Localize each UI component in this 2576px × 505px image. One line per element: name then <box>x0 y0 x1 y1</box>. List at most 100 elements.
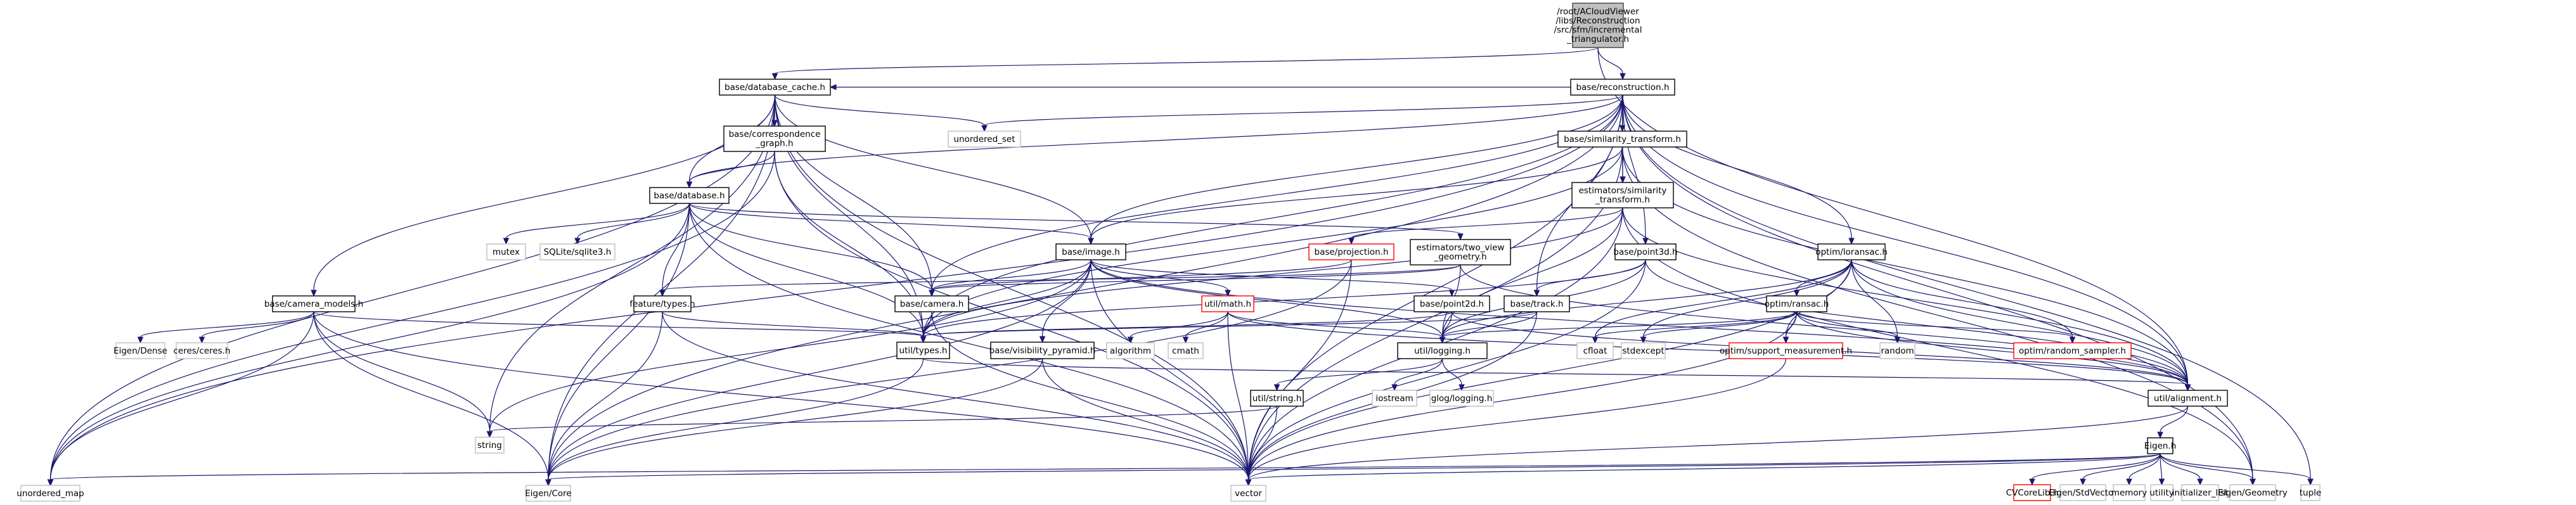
edge-line <box>1594 311 1798 338</box>
node-database[interactable]: base/database.h <box>649 187 730 204</box>
node-label: CVCoreLib.h <box>2006 488 2059 498</box>
edge-line <box>1622 94 2189 385</box>
edge-line <box>922 358 2189 385</box>
arrowhead-icon <box>1620 73 1626 80</box>
edge-database_cache-to-image <box>774 94 1094 245</box>
arrowhead-icon <box>1273 384 1280 392</box>
node-memory: memory <box>2111 484 2147 501</box>
edge-line <box>2160 453 2311 480</box>
node-box <box>1571 182 1674 208</box>
edge-reconstruction-to-vector <box>1245 94 1623 487</box>
node-box <box>2147 437 2174 454</box>
node-box <box>723 125 826 152</box>
node-box <box>1766 295 1827 312</box>
node-eigen-h[interactable]: Eigen.h <box>2144 437 2177 454</box>
node-label: util/logging.h <box>1414 346 1471 356</box>
edge-root-to-database_cache <box>771 47 1599 80</box>
edge-line <box>313 311 549 480</box>
edge-line <box>688 203 924 337</box>
node-cvcorelib[interactable]: CVCoreLib.h <box>2006 484 2059 501</box>
arrowhead-icon <box>1620 176 1626 184</box>
edge-line <box>1642 259 1852 338</box>
arrowhead-icon <box>2157 431 2163 439</box>
arrowhead-icon <box>1088 238 1094 245</box>
node-eigen-geometry: Eigen/Geometry <box>2218 484 2288 501</box>
node-support-measurement[interactable]: optim/support_measurement.h <box>1720 342 1852 359</box>
node-algorithm: algorithm <box>1106 342 1155 359</box>
arrowhead-icon <box>2126 478 2132 486</box>
node-vector: vector <box>1230 485 1266 502</box>
arrowhead-icon <box>47 479 54 487</box>
node-util-string[interactable]: util/string.h <box>1250 390 1304 407</box>
edge-line <box>1536 259 1646 291</box>
edge-line <box>489 259 1092 432</box>
node-box <box>1557 131 1687 148</box>
edge-line <box>1441 259 1852 338</box>
node-point3d[interactable]: base/point3d.h <box>1613 243 1678 260</box>
node-box <box>1614 243 1677 260</box>
edge-line <box>1247 311 1798 480</box>
node-point2d[interactable]: base/point2d.h <box>1414 295 1490 312</box>
node-stdexcept: stdexcept <box>1621 342 1666 359</box>
edge-line <box>49 151 775 480</box>
node-track[interactable]: base/track.h <box>1504 295 1570 312</box>
node-cmath: cmath <box>1168 342 1204 359</box>
node-logging[interactable]: util/logging.h <box>1397 342 1488 359</box>
node-ransac[interactable]: optim/ransac.h <box>1765 295 1829 312</box>
node-image[interactable]: base/image.h <box>1055 243 1126 260</box>
arrowhead-icon <box>2250 478 2256 486</box>
arrowhead-icon <box>2069 336 2076 344</box>
edge-ransac-to-logging <box>1439 311 1798 344</box>
arrowhead-icon <box>1439 336 1446 344</box>
edge-line <box>1247 453 2161 480</box>
edge-line <box>548 259 1092 480</box>
node-box <box>1504 295 1570 312</box>
edge-eigen_h-to-initializer_list <box>2160 453 2203 486</box>
node-database-cache[interactable]: base/database_cache.h <box>719 79 831 96</box>
node-projection[interactable]: base/projection.h <box>1308 243 1394 260</box>
graph-nodes: /root/ACloudViewer/libs/Reconstruction/s… <box>16 3 2321 502</box>
node-est-similarity-transform[interactable]: estimators/similarity_transform.h <box>1571 182 1674 208</box>
arrowhead-icon <box>1533 290 1540 297</box>
node-loransac[interactable]: optim/loransac.h <box>1815 243 1888 260</box>
edge-line <box>1460 264 2189 385</box>
edge-line <box>548 259 1352 480</box>
edge-database-to-sqlite <box>574 203 690 245</box>
node-similarity-transform[interactable]: base/similarity_transform.h <box>1557 131 1687 148</box>
edge-line <box>1441 311 1538 338</box>
edge-line <box>139 311 314 338</box>
node-label: optim/ransac.h <box>1765 299 1829 309</box>
node-util-types[interactable]: util/types.h <box>896 342 950 359</box>
edge-eigen_h-to-utility <box>2158 453 2165 486</box>
node-reconstruction[interactable]: base/reconstruction.h <box>1570 79 1675 96</box>
node-sqlite: SQLite/sqlite3.h <box>539 243 615 260</box>
node-two-view-geometry[interactable]: estimators/two_view_geometry.h <box>1410 239 1511 265</box>
edge-line <box>1621 146 2253 480</box>
node-camera-models[interactable]: base/camera_models.h <box>264 295 363 312</box>
arrowhead-icon <box>1640 336 1647 344</box>
node-label: Eigen/Core <box>525 489 572 499</box>
node-label: random <box>1881 346 1914 356</box>
edge-eigen_h-to-tuple <box>2160 453 2314 486</box>
edge-line <box>313 311 924 337</box>
node-alignment[interactable]: util/alignment.h <box>2148 390 2228 407</box>
node-label: util/alignment.h <box>2154 393 2222 404</box>
node-label: _transform.h <box>1595 195 1650 205</box>
edge-line <box>313 311 491 432</box>
node-math[interactable]: util/math.h <box>1201 295 1254 312</box>
edge-camera_models-to-eigen_dense <box>137 311 314 344</box>
edge-line <box>774 94 1249 480</box>
node-label: /libs/Reconstruction <box>1555 16 1640 26</box>
edge-line <box>662 203 690 291</box>
node-label: base/projection.h <box>1315 247 1389 257</box>
node-root[interactable]: /root/ACloudViewer/libs/Reconstruction/s… <box>1554 3 1642 48</box>
node-visibility-pyramid[interactable]: base/visibility_pyramid.h <box>989 342 1096 359</box>
node-correspondence-graph[interactable]: base/correspondence_graph.h <box>723 125 826 152</box>
node-feature-types[interactable]: feature/types.h <box>629 295 695 312</box>
edge-eigen_h-to-unordered_map <box>47 453 2161 487</box>
edge-line <box>1227 311 2189 385</box>
node-random-sampler[interactable]: optim/random_sampler.h <box>2013 342 2132 359</box>
node-box <box>525 485 571 502</box>
node-camera[interactable]: base/camera.h <box>894 295 969 312</box>
node-unordered-set: unordered_set <box>948 131 1021 148</box>
